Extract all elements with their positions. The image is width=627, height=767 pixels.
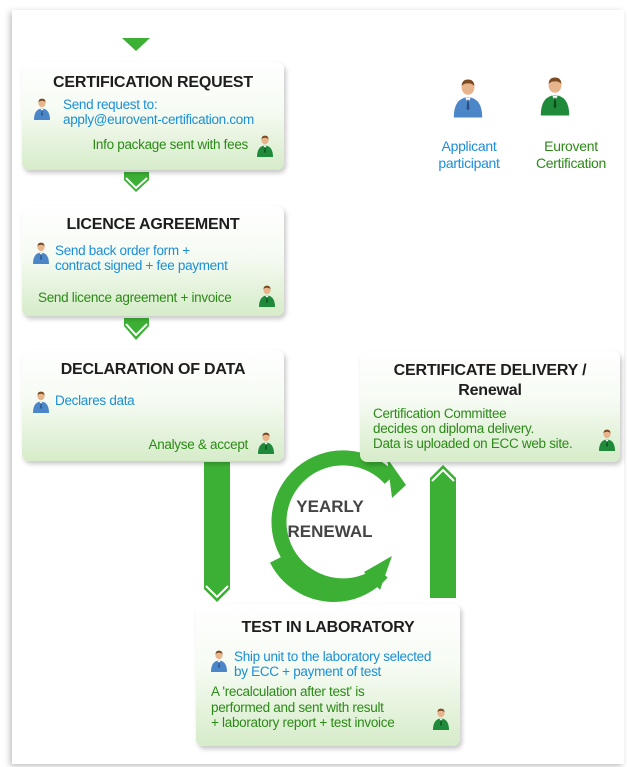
applicant-person-icon (32, 242, 50, 264)
chevron-arrow-2 (124, 318, 149, 340)
eurovent-person-icon (598, 429, 616, 451)
certification-request-applicant-text: Send request to: apply@eurovent-certific… (63, 97, 254, 127)
applicant-person-icon (210, 650, 228, 672)
eurovent-person-icon (432, 708, 450, 730)
certification-request-eurovent-text: Info package sent with fees (92, 137, 248, 152)
down-arrow-to-lab (204, 462, 230, 602)
legend-applicant-label: Applicant participant (438, 138, 500, 171)
eurovent-person-icon (257, 432, 275, 454)
top-arrow (122, 38, 150, 51)
licence-agreement-title: LICENCE AGREEMENT (66, 216, 240, 233)
licence-agreement-eurovent-text: Send licence agreement + invoice (38, 290, 232, 305)
eurovent-person-icon (258, 285, 276, 307)
applicant-person-icon (452, 78, 484, 118)
yearly-renewal-cycle (270, 450, 406, 602)
certification-request-box: CERTIFICATION REQUEST Send request to: a… (22, 62, 284, 170)
certificate-delivery-box: CERTIFICATE DELIVERY / Renewal Certifica… (360, 351, 620, 462)
test-in-laboratory-box: TEST IN LABORATORY Ship unit to the labo… (196, 604, 460, 746)
certificate-delivery-eurovent-text: Certification Committee decides on diplo… (373, 406, 573, 451)
test-in-laboratory-title: TEST IN LABORATORY (241, 619, 415, 636)
applicant-person-icon (32, 391, 50, 413)
licence-agreement-applicant-text: Send back order form + contract signed +… (55, 243, 228, 273)
legend-eurovent-label: Eurovent Certification (535, 138, 607, 171)
chevron-arrow-1 (124, 172, 149, 192)
applicant-person-icon (33, 98, 51, 120)
declaration-of-data-box: DECLARATION OF DATA Declares data Analys… (22, 350, 284, 461)
licence-agreement-box: LICENCE AGREEMENT Send back order form +… (22, 206, 284, 316)
eurovent-person-icon (539, 76, 571, 116)
eurovent-person-icon (256, 135, 274, 157)
test-in-laboratory-eurovent-text: A 'recalculation after test' is performe… (211, 684, 395, 730)
yearly-renewal-label: YEARLY RENEWAL (270, 497, 390, 557)
declaration-of-data-eurovent-text: Analyse & accept (148, 437, 248, 452)
certificate-delivery-title: CERTIFICATE DELIVERY / Renewal (393, 362, 587, 399)
yearly-text: YEARLY (296, 497, 364, 516)
declaration-of-data-title: DECLARATION OF DATA (60, 361, 246, 378)
up-arrow-to-certificate (430, 465, 456, 598)
certification-request-title: CERTIFICATION REQUEST (53, 74, 253, 91)
declaration-of-data-applicant-text: Declares data (55, 393, 135, 408)
renewal-text: RENEWAL (287, 522, 373, 541)
test-in-laboratory-applicant-text: Ship unit to the laboratory selected by … (234, 649, 432, 679)
